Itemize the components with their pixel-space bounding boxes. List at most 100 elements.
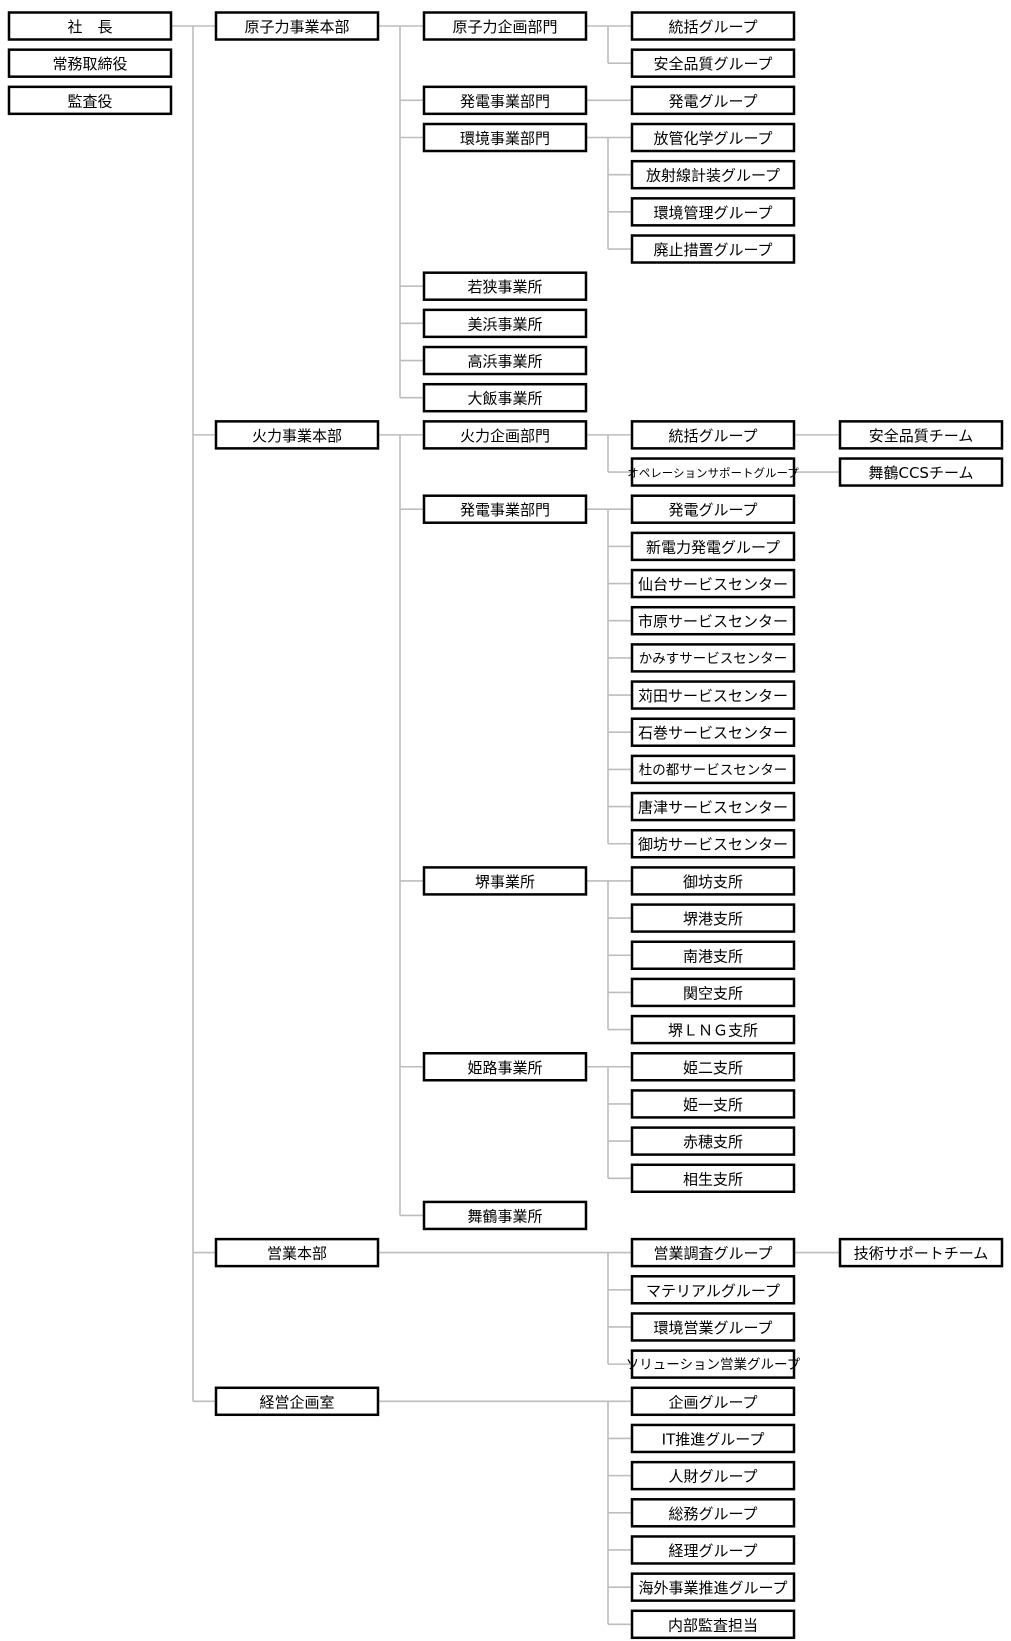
nuclear-planning-group-box: 安全品質グループ <box>630 48 796 78</box>
thermal-power-group-box-label: 新電力発電グループ <box>646 538 780 556</box>
thermal-power-group-box: 御坊サービスセンター <box>630 828 796 859</box>
sales-group-box: 環境営業グループ <box>630 1312 796 1342</box>
thermal-power-group-box: 石巻サービスセンター <box>630 717 796 747</box>
nuclear-environment-group-box: 放射線計装グループ <box>630 159 796 190</box>
thermal-team-box: 安全品質チーム <box>838 420 1004 450</box>
thermal-power-box: 発電事業部門 <box>422 494 588 524</box>
nuclear-power-box-frame <box>422 85 588 116</box>
president-box-frame <box>7 11 173 41</box>
nuclear-office-box-frame <box>422 271 588 301</box>
org-boxes: 社 長常務取締役監査役原子力事業本部原子力企画部門統括グループ安全品質グループ発… <box>7 11 1004 1640</box>
sakai-branch-box-frame <box>630 977 796 1008</box>
thermal-planning-box: 火力企画部門 <box>422 420 588 450</box>
thermal-power-group-box: 発電グループ <box>630 494 796 524</box>
thermal-power-group-box-label: 唐津サービスセンター <box>638 799 788 817</box>
sakai-branch-box-label: 関空支所 <box>683 984 743 1002</box>
thermal-power-group-box-frame <box>630 791 796 822</box>
himeji-branch-box: 姫二支所 <box>630 1052 796 1082</box>
thermal-power-group-box-frame <box>630 494 796 524</box>
sales-group-box-frame <box>630 1312 796 1342</box>
thermal-team-box-label: 安全品質チーム <box>869 427 974 445</box>
sakai-branch-box-label: 南港支所 <box>683 947 743 965</box>
nuclear-environment-group-box-frame <box>630 234 796 264</box>
thermal-power-group-box-frame <box>630 717 796 747</box>
sakai-branch-box-label: 堺ＬＮＧ支所 <box>668 1022 758 1040</box>
sales-hq-box-frame <box>214 1237 380 1268</box>
himeji-office-box: 姫路事業所 <box>422 1052 588 1082</box>
sales-group-box: ソリューション営業グループ <box>626 1349 801 1379</box>
auditor-box: 監査役 <box>7 85 173 116</box>
thermal-power-group-box: 杜の都サービスセンター <box>630 754 796 785</box>
nuclear-environment-group-box: 環境管理グループ <box>630 197 796 227</box>
thermal-power-group-box: かみすサービスセンター <box>630 643 796 673</box>
nuclear-power-box-label: 発電事業部門 <box>460 92 550 110</box>
himeji-branch-box-frame <box>630 1126 796 1156</box>
sales-team-box-label: 技術サポートチーム <box>854 1245 989 1263</box>
sakai-branch-box-frame <box>630 1014 796 1045</box>
corporate-group-box-label: 人財グループ <box>668 1468 757 1486</box>
sakai-branch-box-frame <box>630 866 796 896</box>
thermal-power-group-box: 仙台サービスセンター <box>630 568 796 599</box>
sales-hq-box-label: 営業本部 <box>267 1245 327 1263</box>
nuclear-hq-box: 原子力事業本部 <box>214 11 380 41</box>
sakai-branch-box: 堺ＬＮＧ支所 <box>630 1014 796 1045</box>
nuclear-planning-box: 原子力企画部門 <box>422 11 588 41</box>
nuclear-environment-group-box-label: 放管化学グループ <box>653 130 772 148</box>
auditor-box-frame <box>7 85 173 116</box>
maizuru-office-box-frame <box>422 1200 588 1231</box>
himeji-branch-box-frame <box>630 1052 796 1082</box>
sales-group-box-label: 営業調査グループ <box>653 1245 772 1263</box>
sales-group-box-label: マテリアルグループ <box>646 1282 780 1300</box>
nuclear-environment-box-frame <box>422 122 588 153</box>
corporate-group-box: 人財グループ <box>630 1460 796 1491</box>
nuclear-environment-box-label: 環境事業部門 <box>460 130 550 148</box>
sales-team-box: 技術サポートチーム <box>838 1237 1004 1268</box>
thermal-power-box-frame <box>422 494 588 524</box>
corporate-group-box-frame <box>630 1535 796 1565</box>
sakai-branch-box: 関空支所 <box>630 977 796 1008</box>
thermal-power-group-box-frame <box>630 531 796 562</box>
nuclear-office-box-label: 美浜事業所 <box>467 315 542 333</box>
sakai-branch-box-label: 御坊支所 <box>683 873 743 891</box>
thermal-planning-box-frame <box>422 420 588 450</box>
thermal-power-group-box-label: かみすサービスセンター <box>639 651 788 667</box>
thermal-power-group-box-label: 市原サービスセンター <box>638 613 788 631</box>
sakai-branch-box-frame <box>630 940 796 970</box>
corporate-group-box-frame <box>630 1498 796 1528</box>
nuclear-office-box-frame <box>422 308 588 339</box>
corporate-group-box-frame <box>630 1386 796 1417</box>
thermal-power-group-box-frame <box>630 754 796 785</box>
nuclear-hq-box-label: 原子力事業本部 <box>244 18 349 36</box>
nuclear-office-box-label: 大飯事業所 <box>467 390 542 408</box>
nuclear-office-box: 高浜事業所 <box>422 345 588 376</box>
thermal-hq-box: 火力事業本部 <box>214 420 380 450</box>
nuclear-office-box: 大飯事業所 <box>422 382 588 413</box>
president-box: 社 長 <box>7 11 173 41</box>
nuclear-power-group-box-label: 発電グループ <box>668 92 757 110</box>
nuclear-office-box-label: 高浜事業所 <box>467 353 542 371</box>
nuclear-environment-group-box-label: 廃止措置グループ <box>653 241 772 259</box>
corporate-group-box-label: 総務グループ <box>668 1505 757 1523</box>
sales-group-box-label: 環境営業グループ <box>653 1319 772 1337</box>
thermal-power-group-box: 苅田サービスセンター <box>630 680 796 710</box>
nuclear-power-group-box: 発電グループ <box>630 85 796 116</box>
nuclear-office-box-frame <box>422 345 588 376</box>
corporate-group-box-frame <box>630 1572 796 1602</box>
sakai-office-box-frame <box>422 866 588 896</box>
president-box-label: 社 長 <box>67 18 112 36</box>
nuclear-environment-group-box-frame <box>630 159 796 190</box>
corporate-group-box-label: 企画グループ <box>668 1393 757 1411</box>
sales-group-box-label: ソリューション営業グループ <box>626 1357 801 1373</box>
nuclear-planning-group-box-frame <box>630 48 796 78</box>
himeji-branch-box-label: 相生支所 <box>683 1170 743 1188</box>
thermal-power-group-box-label: 杜の都サービスセンター <box>639 762 788 778</box>
thermal-power-group-box-frame <box>630 680 796 710</box>
corporate-group-box: IT推進グループ <box>630 1423 796 1454</box>
thermal-planning-group-box: 統括グループ <box>630 420 796 450</box>
nuclear-office-box-frame <box>422 382 588 413</box>
corporate-group-box-frame <box>630 1609 796 1640</box>
nuclear-office-box: 美浜事業所 <box>422 308 588 339</box>
sakai-branch-box-frame <box>630 903 796 933</box>
thermal-power-group-box-label: 石巻サービスセンター <box>638 724 788 742</box>
